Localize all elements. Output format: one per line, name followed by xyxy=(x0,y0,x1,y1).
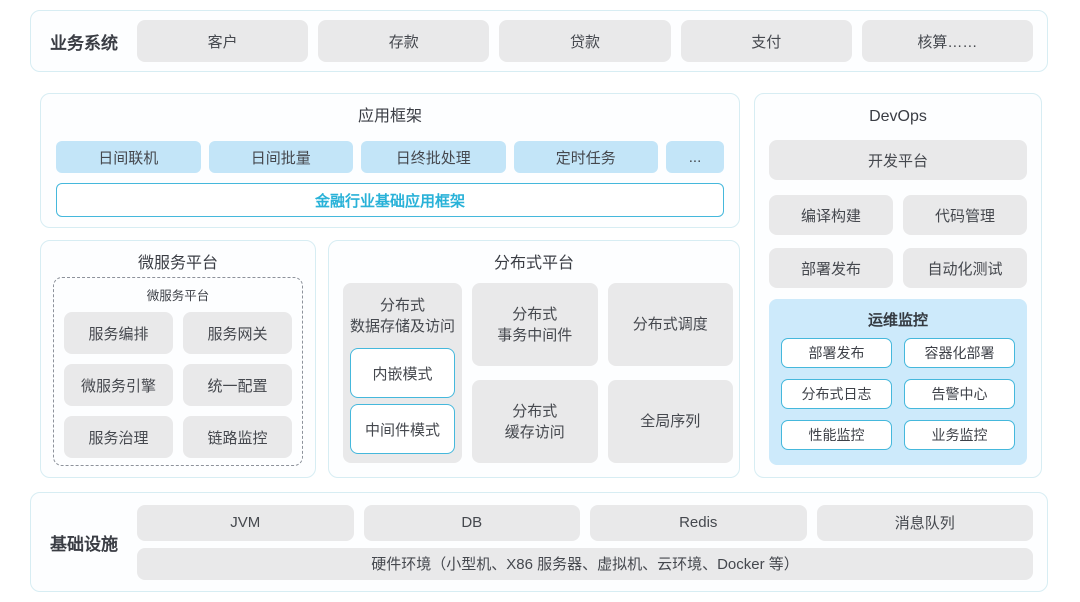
ops-item-business-monitor: 业务监控 xyxy=(904,420,1015,450)
devops-title: DevOps xyxy=(869,108,927,125)
infra-item-db: DB xyxy=(363,504,580,541)
microservice-inner-group: 微服务平台 服务编排 服务网关 微服务引擎 统一配置 服务治理 链路监控 xyxy=(53,277,303,466)
app-framework-panel: 应用框架 日间联机 日间批量 日终批处理 定时任务 ... 金融行业基础应用框架 xyxy=(40,93,740,228)
devops-item-deploy: 部署发布 xyxy=(769,248,893,288)
distributed-panel: 分布式平台 分布式 数据存储及访问 内嵌模式 中间件模式 分布式 事务中间件 xyxy=(328,240,740,478)
devops-item-build: 编译构建 xyxy=(769,195,893,235)
app-framework-item-scheduled-task: 定时任务 xyxy=(513,141,658,173)
infra-item-jvm: JVM xyxy=(137,504,354,541)
app-framework-title: 应用框架 xyxy=(357,108,422,125)
distributed-title: 分布式平台 xyxy=(493,255,574,272)
infrastructure-panel: 基础设施 JVM DB Redis 消息队列 硬件环境（小型机、X86 服务器、… xyxy=(30,492,1048,592)
microservice-inner-title: 微服务平台 xyxy=(146,289,210,303)
ops-monitoring-title: 运维监控 xyxy=(867,312,928,329)
ops-item-alert-center: 告警中心 xyxy=(904,379,1015,409)
infrastructure-content: JVM DB Redis 消息队列 硬件环境（小型机、X86 服务器、虚拟机、云… xyxy=(137,504,1033,580)
infra-item-redis: Redis xyxy=(590,504,807,541)
distributed-storage-group: 分布式 数据存储及访问 内嵌模式 中间件模式 xyxy=(343,283,463,463)
infrastructure-items-row: JVM DB Redis 消息队列 xyxy=(137,504,1033,541)
microservice-item-governance: 服务治理 xyxy=(64,416,173,458)
devops-grid: 编译构建 代码管理 部署发布 自动化测试 xyxy=(769,195,1027,288)
distributed-cache-box: 分布式 缓存访问 xyxy=(472,380,598,463)
microservice-item-engine: 微服务引擎 xyxy=(64,364,173,406)
distributed-right-column: 分布式调度 全局序列 xyxy=(607,283,734,463)
business-item-deposit: 存款 xyxy=(318,20,490,62)
hardware-environment-bar: 硬件环境（小型机、X86 服务器、虚拟机、云环境、Docker 等） xyxy=(137,547,1033,580)
ops-item-performance-monitor: 性能监控 xyxy=(781,420,892,450)
distributed-sequence-box: 全局序列 xyxy=(607,380,734,463)
business-item-customer: 客户 xyxy=(137,20,309,62)
infra-item-mq: 消息队列 xyxy=(816,504,1033,541)
distributed-content: 分布式 数据存储及访问 内嵌模式 中间件模式 分布式 事务中间件 分布式 缓存访… xyxy=(343,283,734,463)
distributed-scheduling-box: 分布式调度 xyxy=(607,283,734,366)
business-systems-panel: 业务系统 客户 存款 贷款 支付 核算…… xyxy=(30,10,1048,72)
ops-monitoring-grid: 部署发布 容器化部署 分布式日志 告警中心 性能监控 业务监控 xyxy=(781,338,1015,450)
microservice-item-config: 统一配置 xyxy=(183,364,292,406)
distributed-transaction-box: 分布式 事务中间件 xyxy=(472,283,598,366)
ops-item-container-deploy: 容器化部署 xyxy=(904,338,1015,368)
ops-monitoring-panel: 运维监控 部署发布 容器化部署 分布式日志 告警中心 性能监控 业务监控 xyxy=(769,299,1027,465)
microservice-grid: 服务编排 服务网关 微服务引擎 统一配置 服务治理 链路监控 xyxy=(64,312,292,458)
business-item-accounting: 核算…… xyxy=(861,20,1034,62)
app-framework-item-eod-batch: 日终批处理 xyxy=(361,141,506,173)
business-item-payment: 支付 xyxy=(680,20,852,62)
microservice-item-tracing: 链路监控 xyxy=(183,416,292,458)
infrastructure-label: 基础设施 xyxy=(50,534,118,554)
devops-item-code-mgmt: 代码管理 xyxy=(903,195,1027,235)
microservice-panel: 微服务平台 微服务平台 服务编排 服务网关 微服务引擎 统一配置 服务治理 链路… xyxy=(40,240,316,478)
distributed-storage-label: 分布式 数据存储及访问 xyxy=(350,297,456,335)
app-framework-items-row: 日间联机 日间批量 日终批处理 定时任务 ... xyxy=(56,141,724,173)
devops-panel: DevOps 开发平台 编译构建 代码管理 部署发布 自动化测试 运维监控 部署… xyxy=(754,93,1042,478)
distributed-middle-column: 分布式 事务中间件 分布式 缓存访问 xyxy=(472,283,598,463)
storage-mode-middleware: 中间件模式 xyxy=(350,404,456,454)
base-framework-bar: 金融行业基础应用框架 xyxy=(56,183,724,217)
business-systems-label: 业务系统 xyxy=(50,33,118,53)
business-item-loan: 贷款 xyxy=(499,20,671,62)
microservice-item-orchestration: 服务编排 xyxy=(64,312,173,354)
devops-dev-platform: 开发平台 xyxy=(769,140,1027,180)
storage-mode-embedded: 内嵌模式 xyxy=(350,348,456,398)
microservice-item-gateway: 服务网关 xyxy=(183,312,292,354)
ops-item-deploy-release: 部署发布 xyxy=(781,338,892,368)
app-framework-item-more: ... xyxy=(666,141,724,173)
app-framework-item-daytime-online: 日间联机 xyxy=(56,141,201,173)
microservice-title: 微服务平台 xyxy=(137,255,218,272)
ops-item-distributed-log: 分布式日志 xyxy=(781,379,892,409)
app-framework-item-daytime-batch: 日间批量 xyxy=(208,141,353,173)
devops-item-auto-test: 自动化测试 xyxy=(903,248,1027,288)
business-items-row: 客户 存款 贷款 支付 核算…… xyxy=(137,20,1034,62)
